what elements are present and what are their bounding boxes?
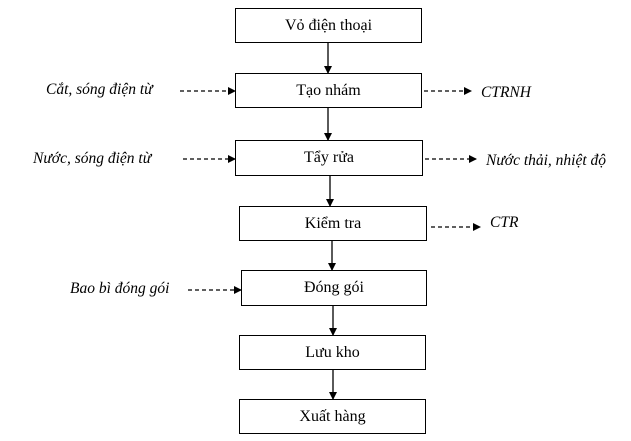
step-kiem-tra: Kiểm tra (239, 206, 427, 241)
input-label-tao-nham: Cắt, sóng điện từ (46, 81, 153, 98)
step-dong-goi: Đóng gói (241, 270, 427, 306)
step-label: Kiểm tra (304, 214, 362, 232)
step-label: Lưu kho (305, 343, 360, 361)
step-label: Tẩy rửa (304, 149, 354, 166)
step-label: Xuất hàng (299, 407, 366, 425)
step-vo-dien-thoai: Vỏ điện thoại (235, 8, 422, 43)
output-label-kiem-tra: CTR (490, 214, 519, 231)
step-tao-nham: Tạo nhám (235, 73, 422, 108)
output-label-tao-nham: CTRNH (481, 84, 531, 101)
output-label-tay-rua: Nước thải, nhiệt độ (486, 152, 607, 169)
step-label: Vỏ điện thoại (284, 16, 373, 34)
step-label: Đóng gói (304, 279, 364, 296)
step-xuat-hang: Xuất hàng (239, 399, 426, 434)
step-luu-kho: Lưu kho (239, 335, 426, 370)
input-label-tay-rua: Nước, sóng điện từ (33, 150, 152, 167)
step-label: Tạo nhám (296, 81, 361, 99)
input-label-dong-goi: Bao bì đóng gói (70, 280, 170, 297)
step-tay-rua: Tẩy rửa (235, 140, 423, 176)
